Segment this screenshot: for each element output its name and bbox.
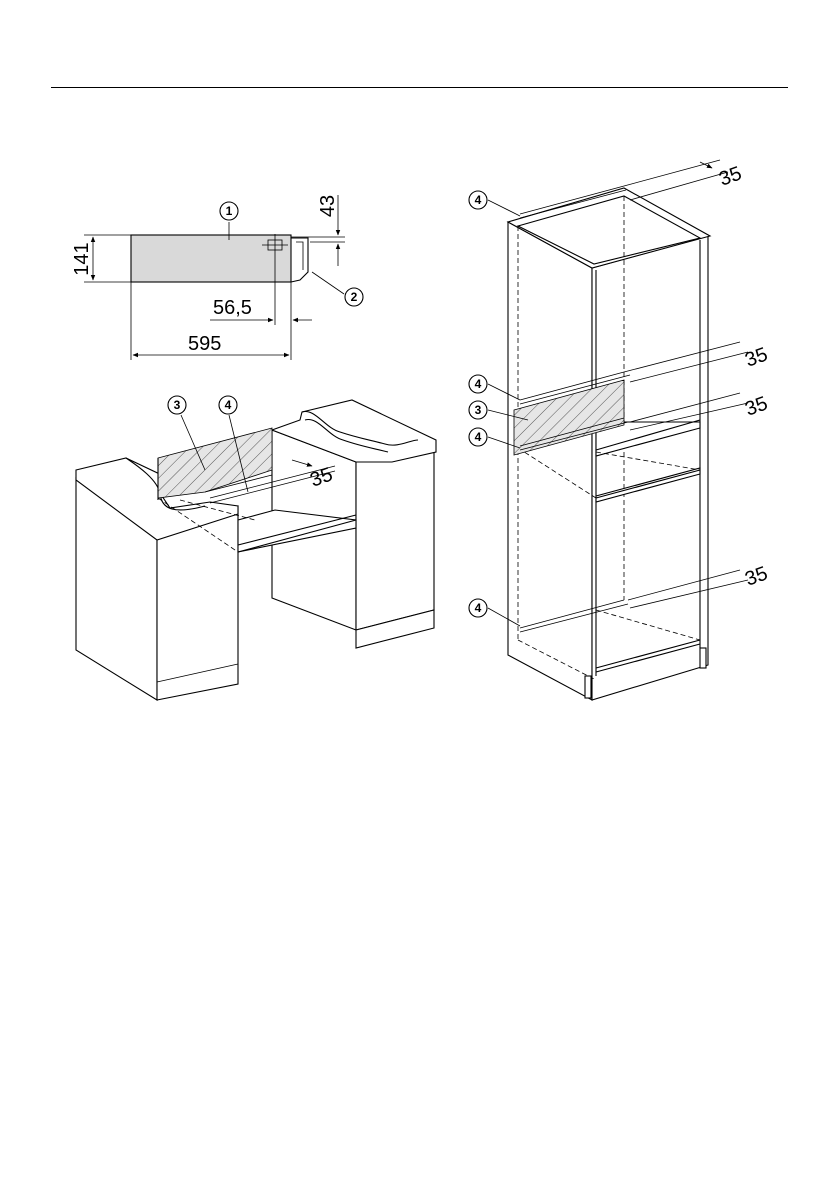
overhang-dim-label: 43 [317, 195, 339, 217]
svg-text:1: 1 [226, 204, 233, 218]
tall-unit-view: 35 35 35 35 4 4 3 4 4 [469, 160, 771, 700]
ventilation-zone [158, 428, 272, 498]
height-dim-label: 141 [71, 242, 93, 275]
device-front [131, 235, 291, 282]
tall-depth-label-2: 35 [742, 343, 770, 371]
svg-text:3: 3 [174, 398, 181, 412]
svg-text:4: 4 [475, 601, 482, 615]
tall-depth-label-3: 35 [742, 392, 770, 420]
offset-dim-label: 56,5 [213, 297, 252, 319]
svg-text:4: 4 [225, 398, 232, 412]
tall-depth-label-4: 35 [742, 562, 770, 590]
tall-depth-label-1: 35 [716, 162, 744, 190]
svg-text:4: 4 [475, 430, 482, 444]
tall-cabinet-left-side [508, 222, 592, 700]
front-view: 141 43 56,5 595 1 2 [71, 195, 363, 360]
width-dim-label: 595 [188, 333, 221, 355]
svg-text:2: 2 [351, 290, 358, 304]
base-unit-view: 35 3 4 [76, 396, 436, 700]
front-trim [291, 238, 308, 282]
svg-text:4: 4 [475, 193, 482, 207]
svg-text:4: 4 [475, 377, 482, 391]
svg-text:3: 3 [475, 403, 482, 417]
